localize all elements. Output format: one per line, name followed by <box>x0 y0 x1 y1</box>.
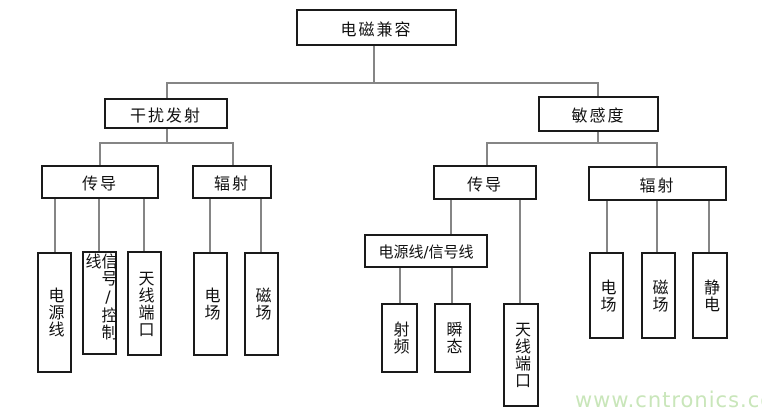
connector-line <box>166 83 168 98</box>
connector-line <box>656 201 658 252</box>
connector-line <box>209 199 211 252</box>
watermark: www.cntronics.com <box>575 388 762 412</box>
node-susceptibility-conducted: 传导 <box>433 165 537 200</box>
node-susceptibility: 敏感度 <box>538 96 659 132</box>
node-interference-emission: 干扰发射 <box>104 98 228 129</box>
node-power-signal-line: 电源线/信号线 <box>364 234 488 268</box>
node-antenna-port-right: 天线端口 <box>503 303 539 407</box>
node-magnetic-field-left: 磁场 <box>244 252 279 356</box>
connector-line <box>373 46 375 83</box>
connector-line <box>606 201 608 252</box>
connector-line <box>597 83 599 96</box>
node-antenna-port-left: 天线端口 <box>127 251 162 356</box>
connector-line <box>451 268 453 303</box>
node-susceptibility-radiated: 辐射 <box>588 166 727 201</box>
connector-line <box>143 199 145 251</box>
connector-line <box>708 201 710 252</box>
connector-line <box>166 129 168 143</box>
connector-line <box>232 143 234 165</box>
node-transient: 瞬态 <box>434 303 471 373</box>
node-electric-field-left: 电场 <box>193 252 228 356</box>
connector-line <box>99 143 101 165</box>
connector-line <box>166 82 599 84</box>
node-emission-conducted: 传导 <box>41 165 159 199</box>
connector-line <box>450 200 452 234</box>
node-magnetic-field-right: 磁场 <box>641 252 676 339</box>
node-esd: 静电 <box>692 252 728 339</box>
connector-line <box>486 143 488 165</box>
connector-line <box>486 142 658 144</box>
connector-line <box>54 199 56 252</box>
connector-line <box>597 132 599 143</box>
node-emission-radiated: 辐射 <box>192 165 272 199</box>
node-rf: 射频 <box>381 303 418 373</box>
connector-line <box>98 199 100 251</box>
connector-line <box>260 199 262 252</box>
connector-line <box>399 268 401 303</box>
node-emc: 电磁兼容 <box>296 9 457 46</box>
connector-line <box>99 142 234 144</box>
connector-line <box>519 200 521 303</box>
connector-line <box>656 143 658 166</box>
node-electric-field-right: 电场 <box>589 252 624 339</box>
node-power-line: 电源线 <box>37 252 72 373</box>
node-signal-control-line: 信号/控制线 <box>82 251 118 355</box>
